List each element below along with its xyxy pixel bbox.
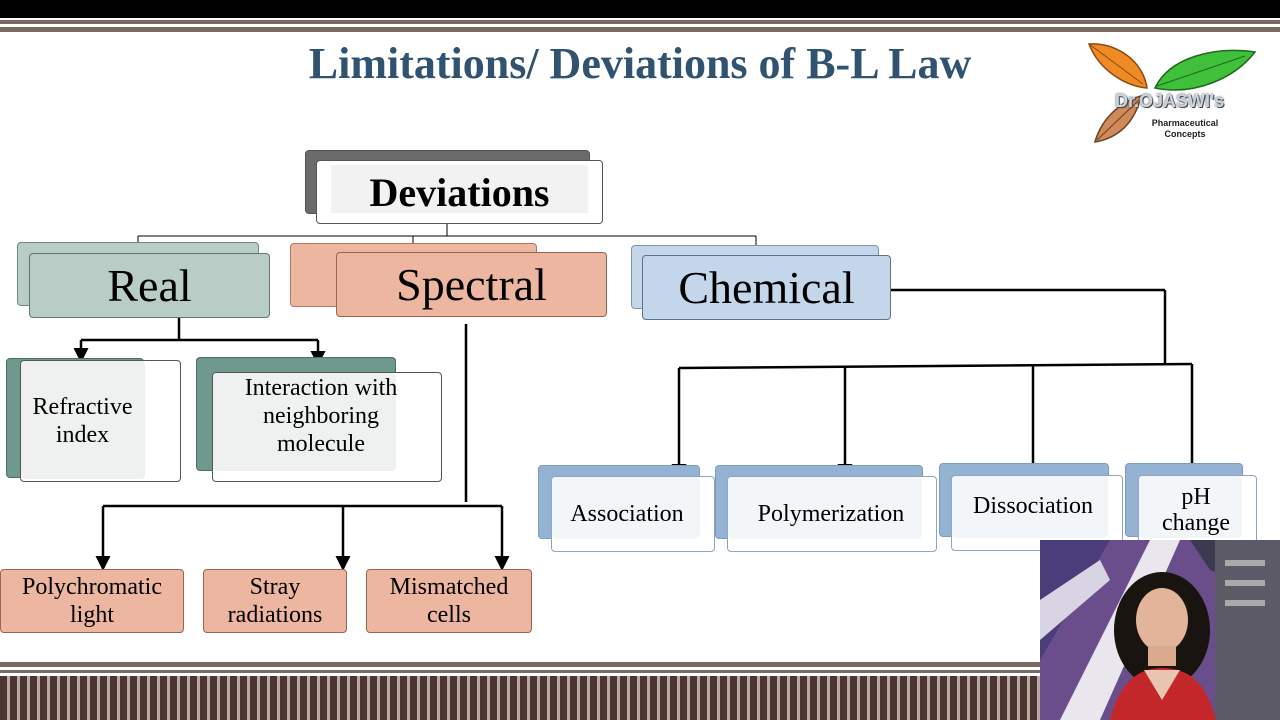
deviations-label: Deviations xyxy=(369,169,550,215)
bottom-stripe xyxy=(0,670,1040,673)
association-box: Association xyxy=(551,476,715,552)
logo-subtitle: Pharmaceutical Concepts xyxy=(1151,118,1219,139)
webcam-presenter-image xyxy=(1040,540,1280,720)
interaction-box: Interaction with neighboring molecule xyxy=(212,372,442,482)
deviations-box: Deviations xyxy=(316,160,603,224)
top-stripe xyxy=(0,27,1280,32)
polychromatic-light-box: Polychromatic light xyxy=(0,569,184,633)
bottom-striped-band xyxy=(0,676,1040,720)
top-black-bar xyxy=(0,0,1280,18)
polymerization-box: Polymerization xyxy=(727,476,937,552)
ph-change-box: pH change xyxy=(1138,475,1257,551)
top-stripe xyxy=(0,20,1280,24)
logo-name: Dr.OJASWI's xyxy=(1115,91,1225,111)
chemical-box: Chemical xyxy=(642,255,891,320)
stray-radiations-box: Stray radiations xyxy=(203,569,347,633)
slide-title: Limitations/ Deviations of B-L Law xyxy=(308,39,972,88)
real-box: Real xyxy=(29,253,270,318)
dissociation-box: Dissociation xyxy=(951,475,1123,551)
bottom-stripe xyxy=(0,662,1040,667)
mismatched-cells-box: Mismatched cells xyxy=(366,569,532,633)
spectral-box: Spectral xyxy=(336,252,607,317)
refractive-index-box: Refractive index xyxy=(20,360,181,482)
leaf-logo-icon xyxy=(1087,43,1257,143)
